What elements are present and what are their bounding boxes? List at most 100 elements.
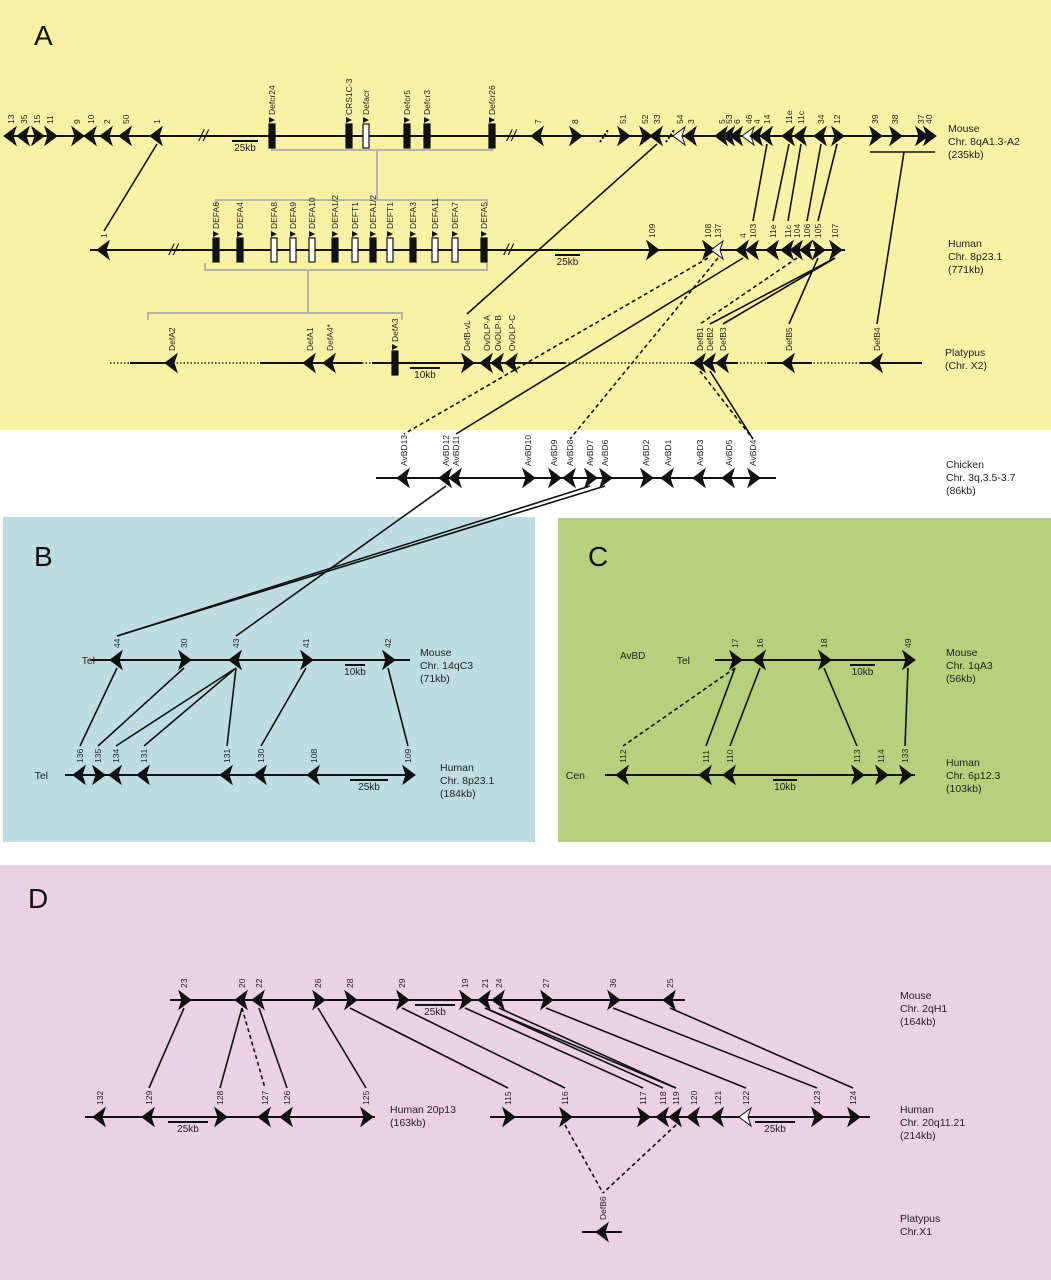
gene-label: 30 (179, 638, 189, 648)
chromosome-end-label: Tel (677, 655, 690, 667)
gene-label: DEFT1 (350, 202, 360, 229)
arrow-left-icon (136, 764, 150, 786)
arrow-right-icon (851, 764, 865, 786)
track-label-line: Chicken (946, 459, 984, 471)
arrow-right-icon (702, 239, 716, 261)
gene-label: 11 (45, 115, 55, 124)
gene-9: 9 (71, 119, 85, 147)
arrow-left-icon (530, 125, 544, 147)
gene-label: 12 (832, 114, 842, 124)
gene-label: AvBD4 (748, 439, 758, 466)
arrow-left-icon (813, 125, 827, 147)
gene-136: 136 (72, 749, 86, 786)
ortholog-link (219, 1007, 243, 1089)
ortholog-link (260, 667, 307, 747)
gene-label: 1 (152, 119, 162, 124)
gene-7: 7 (530, 119, 544, 147)
direction-arrow-icon (392, 344, 398, 350)
ortholog-link (823, 667, 858, 747)
panel-b-background (3, 517, 535, 842)
arrow-left-icon (141, 1106, 155, 1128)
scale-bar-label: 25kb (424, 1007, 446, 1018)
direction-arrow-icon (269, 117, 275, 123)
gene-label: 115 (503, 1091, 513, 1105)
gene-54: 54 (672, 114, 686, 147)
scale-bar-label: 25kb (358, 782, 380, 793)
gene-13: 13 (3, 114, 17, 147)
gene-bar-icon (351, 237, 359, 263)
gene-2: 2 (99, 119, 113, 147)
gene-defcr24: Defcr24 (267, 85, 277, 149)
arrow-left-icon (16, 125, 30, 147)
gene-42: 42 (382, 638, 396, 671)
direction-arrow-icon (332, 231, 338, 237)
gene-128: 128 (214, 1091, 228, 1128)
track-label-line: Chr. 20q11.21 (900, 1117, 965, 1129)
track-label-line: Chr.X1 (900, 1226, 932, 1238)
gene-123: 123 (811, 1091, 825, 1128)
gene-defa8: DEFA8 (269, 202, 279, 263)
gene-label: 21 (480, 978, 490, 988)
ortholog-link (709, 257, 836, 325)
arrow-left-icon (92, 1106, 106, 1128)
arrow-right-icon (214, 1106, 228, 1128)
ortholog-link (455, 257, 744, 435)
arrow-right-icon (812, 239, 826, 261)
direction-arrow-icon (309, 231, 315, 237)
gene-defb1: DefB1 (692, 327, 706, 374)
gene-label: 114 (876, 749, 886, 763)
gene-label: DEFA11 (430, 198, 440, 229)
arrow-right-icon (382, 649, 396, 671)
gene-37: 37 (915, 114, 929, 147)
ortholog-link (752, 143, 768, 222)
arrow-right-icon (548, 467, 562, 489)
gene-label: DEFA8 (269, 202, 279, 229)
putative-ortholog-link (564, 1124, 604, 1194)
gene-defb-vl: DefB-vL (461, 320, 475, 374)
panel-c-label: C (588, 541, 608, 572)
arrow-left-icon (491, 989, 505, 1011)
track-label-line: (235kb) (948, 149, 984, 161)
gene-bar-icon (431, 237, 439, 263)
gene-label: DefB4 (872, 327, 882, 351)
gene-bar-icon (362, 123, 370, 149)
arrow-left-icon (562, 467, 576, 489)
gene-label: 134 (111, 749, 121, 763)
arrow-right-icon (459, 989, 473, 1011)
gene-defa9: DEFA9 (288, 202, 298, 263)
direction-arrow-icon (424, 117, 430, 123)
panel-d-background (0, 865, 1051, 1280)
gene-avbd1: AvBD1 (660, 439, 674, 489)
gene-label: 108 (309, 749, 319, 763)
gene-120: 120 (686, 1091, 700, 1128)
arrow-left-icon (72, 764, 86, 786)
gene-ovdlp-b: OvDLP-B (490, 315, 504, 374)
arrow-left-icon (683, 125, 697, 147)
gene-35: 35 (16, 114, 30, 147)
scale-bar-label: 25kb (234, 143, 256, 154)
gene-defcr5: Defcr5 (402, 90, 412, 149)
arrow-left-icon (655, 1106, 669, 1128)
arrow-left-icon (672, 125, 686, 147)
arrow-right-icon (522, 467, 536, 489)
gene-avbd13: AvBD13 (396, 435, 410, 489)
gene-label: 23 (179, 978, 189, 988)
gene-label: 7 (533, 119, 543, 124)
ortholog-link (317, 1007, 367, 1089)
arrow-right-icon (178, 989, 192, 1011)
arrow-left-icon (649, 125, 663, 147)
gene-label: 41 (301, 638, 311, 648)
direction-arrow-icon (387, 231, 393, 237)
gene-defb6: DefB6 (595, 1196, 609, 1243)
arrow-right-icon (639, 125, 653, 147)
scale-bar-label: 10kb (414, 370, 436, 381)
gene-avbd8: AvBD8 (562, 439, 576, 489)
